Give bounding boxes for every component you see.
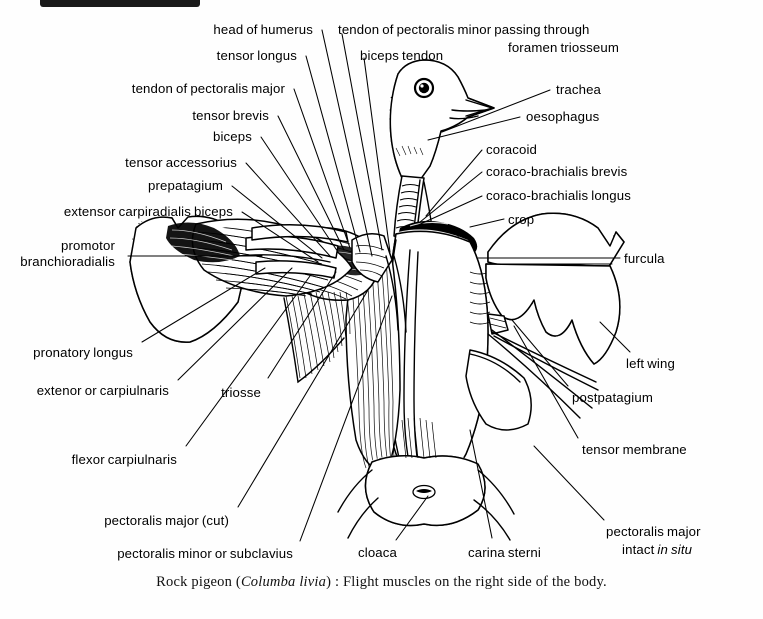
label-triosse: triosse	[0, 385, 264, 401]
label-line: crop	[508, 212, 535, 227]
caption-suffix: ) : Flight muscles on the right side of …	[326, 574, 607, 590]
left-wing	[465, 212, 625, 431]
label-trachea: trachea	[556, 82, 604, 98]
label-line: trachea	[556, 82, 602, 97]
eye-highlight	[420, 84, 424, 88]
page-top-band	[40, 0, 200, 7]
label-line: branchioradialis	[20, 253, 115, 269]
right-wing	[129, 215, 353, 384]
leader-lines-bottom	[395, 429, 493, 541]
label-postpatagium: postpatagium	[572, 390, 656, 406]
label-prepatagium: prepatagium	[0, 178, 226, 194]
label-line: furcula	[624, 251, 665, 266]
label-line: oesophagus	[526, 109, 600, 124]
caption-species: Columba livia	[240, 574, 327, 590]
label-crop: crop	[508, 212, 537, 228]
eye-pupil	[418, 82, 430, 94]
label-biceps: biceps	[0, 129, 255, 145]
label-line: triosse	[221, 385, 261, 400]
label-line: biceps	[212, 129, 252, 144]
pectoralis-major-cut-muscle	[345, 251, 401, 475]
leader-lines-left	[127, 29, 393, 542]
bird-head	[389, 59, 495, 181]
label-line: cloaca	[358, 545, 398, 560]
figure-caption: Rock pigeon (Columba livia) : Flight mus…	[0, 574, 763, 591]
caption-prefix: Rock pigeon (	[156, 574, 241, 590]
label-cloaca: cloaca	[358, 545, 400, 561]
label-line: postpatagium	[572, 390, 653, 405]
leader-lines-right	[341, 33, 631, 521]
label-furcula: furcula	[624, 251, 668, 267]
label-coracoid: coracoid	[486, 142, 540, 158]
label-oesophagus: oesophagus	[526, 109, 602, 125]
label-line: prepatagium	[148, 178, 223, 193]
label-line: promotor	[61, 238, 115, 253]
label-line: coracoid	[486, 142, 538, 157]
lower-body-and-tail	[337, 417, 515, 541]
